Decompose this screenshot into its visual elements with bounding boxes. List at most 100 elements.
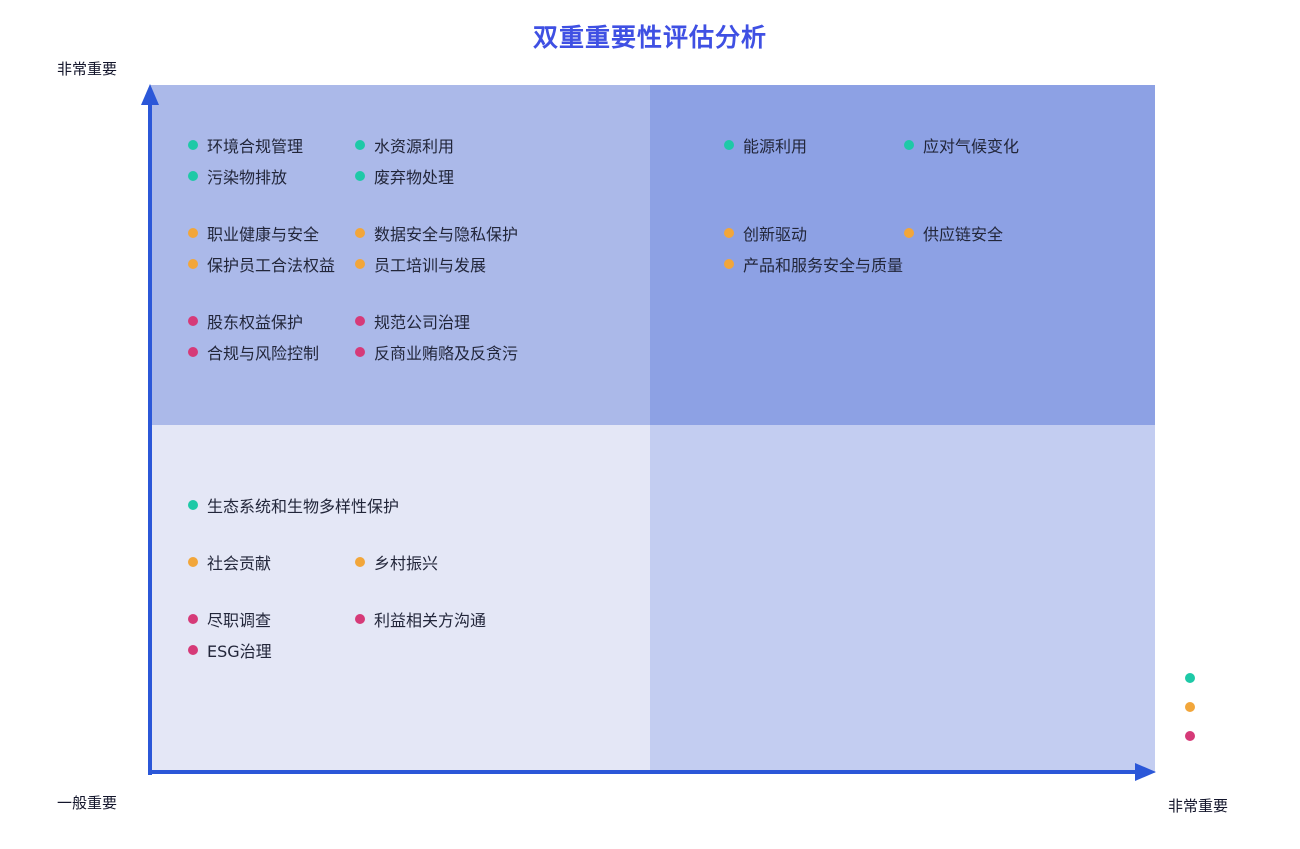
topic-label: 生态系统和生物多样性保护	[207, 496, 400, 516]
topic-label: 污染物排放	[207, 167, 288, 187]
topic-label: 数据安全与隐私保护	[374, 224, 519, 244]
social-dot-icon	[724, 258, 734, 269]
topic-item: 污染物排放	[188, 160, 355, 191]
topic-item: 股东权益保护	[188, 305, 355, 336]
social-dot-icon	[188, 258, 198, 269]
governance-topic-group: 股东权益保护 规范公司治理合规与风险控制 反商业贿赂及反贪污	[188, 305, 650, 367]
quadrant-plot-area: 环境合规管理 水资源利用污染物排放 废弃物处理职业健康与安全 数据安全与隐私保护保护员…	[150, 85, 1155, 773]
topic-label: 规范公司治理	[374, 312, 471, 332]
topic-label: 利益相关方沟通	[374, 610, 487, 630]
x-axis-high-label: 非常重要	[1168, 797, 1229, 815]
topic-item: 规范公司治理	[355, 305, 470, 336]
environment-dot-icon	[188, 139, 198, 150]
quadrant-bottom-right	[650, 425, 1155, 773]
social-dot-icon	[188, 556, 198, 567]
social-dot-icon	[355, 258, 365, 269]
social-dot-icon	[724, 227, 734, 238]
topic-item: 生态系统和生物多样性保护	[188, 489, 399, 520]
social-topic-group: 社会贡献 乡村振兴	[188, 546, 650, 577]
topic-item: 能源利用	[724, 129, 904, 160]
topic-item: 合规与风险控制	[188, 336, 355, 367]
topic-item: 废弃物处理	[355, 160, 454, 191]
topic-label: 尽职调查	[207, 610, 272, 630]
topic-item: 数据安全与隐私保护	[355, 217, 518, 248]
topic-label: 水资源利用	[374, 136, 455, 156]
topic-item: 尽职调查	[188, 603, 355, 634]
topic-label: 反商业贿赂及反贪污	[374, 343, 519, 363]
topic-item: 职业健康与安全	[188, 217, 355, 248]
social-dot-icon	[188, 227, 198, 238]
topic-label: 保护员工合法权益	[207, 255, 336, 275]
legend	[1185, 673, 1195, 741]
topic-label: 废弃物处理	[374, 167, 455, 187]
topic-row: 保护员工合法权益 员工培训与发展	[188, 248, 650, 279]
topic-item: 环境合规管理	[188, 129, 355, 160]
topic-item: 应对气候变化	[904, 129, 1019, 160]
topic-item: ESG治理	[188, 634, 272, 665]
topic-row: ESG治理	[188, 634, 650, 665]
topic-item: 利益相关方沟通	[355, 603, 486, 634]
topic-row: 合规与风险控制 反商业贿赂及反贪污	[188, 336, 650, 367]
environment-dot-icon	[355, 139, 365, 150]
topic-item: 创新驱动	[724, 217, 904, 248]
topic-row: 创新驱动 供应链安全	[724, 217, 1155, 248]
social-dot-icon	[355, 227, 365, 238]
topic-label: 应对气候变化	[923, 136, 1020, 156]
topic-row: 职业健康与安全 数据安全与隐私保护	[188, 217, 650, 248]
topic-item: 社会贡献	[188, 546, 355, 577]
environment-legend-dot-icon	[1185, 673, 1195, 683]
topic-label: 产品和服务安全与质量	[743, 255, 904, 275]
topic-label: 创新驱动	[743, 224, 808, 244]
governance-dot-icon	[188, 644, 198, 655]
governance-dot-icon	[188, 315, 198, 326]
governance-dot-icon	[355, 315, 365, 326]
topic-row: 能源利用 应对气候变化	[724, 129, 1155, 160]
social-topic-group: 创新驱动 供应链安全产品和服务安全与质量	[724, 217, 1155, 279]
topic-row: 产品和服务安全与质量	[724, 248, 1155, 279]
topic-row: 股东权益保护 规范公司治理	[188, 305, 650, 336]
quadrant-top-right: 能源利用 应对气候变化创新驱动 供应链安全产品和服务安全与质量	[650, 85, 1155, 425]
topic-item: 水资源利用	[355, 129, 454, 160]
environment-dot-icon	[724, 139, 734, 150]
y-axis-low-label: 一般重要	[57, 794, 118, 812]
governance-legend-dot-icon	[1185, 731, 1195, 741]
governance-topic-group: 尽职调查 利益相关方沟通 ESG治理	[188, 603, 650, 665]
topic-label: 员工培训与发展	[374, 255, 487, 275]
topic-label: ESG治理	[207, 641, 272, 661]
topic-label: 股东权益保护	[207, 312, 304, 332]
topic-label: 供应链安全	[923, 224, 1004, 244]
social-dot-icon	[904, 227, 914, 238]
topic-item: 反商业贿赂及反贪污	[355, 336, 518, 367]
topic-label: 能源利用	[743, 136, 808, 156]
governance-dot-icon	[355, 346, 365, 357]
governance-dot-icon	[188, 346, 198, 357]
topic-label: 乡村振兴	[374, 553, 439, 573]
quadrant-bottom-left: 生态系统和生物多样性保护社会贡献 乡村振兴尽职调查 利益相关方沟通 ESG治理	[150, 425, 650, 773]
social-legend-dot-icon	[1185, 702, 1195, 712]
environment-dot-icon	[355, 170, 365, 181]
governance-dot-icon	[188, 613, 198, 624]
environment-topic-group: 能源利用 应对气候变化	[724, 129, 1155, 160]
social-topic-group: 职业健康与安全 数据安全与隐私保护保护员工合法权益 员工培训与发展	[188, 217, 650, 279]
chart-title: 双重重要性评估分析	[532, 23, 767, 52]
topic-label: 环境合规管理	[207, 136, 304, 156]
quadrant-top-left: 环境合规管理 水资源利用污染物排放 废弃物处理职业健康与安全 数据安全与隐私保护保护员…	[150, 85, 650, 425]
y-axis-high-label: 非常重要	[57, 60, 118, 78]
topic-item: 保护员工合法权益	[188, 248, 355, 279]
environment-dot-icon	[904, 139, 914, 150]
topic-item: 乡村振兴	[355, 546, 438, 577]
governance-dot-icon	[355, 613, 365, 624]
topic-label: 合规与风险控制	[207, 343, 320, 363]
topic-item: 供应链安全	[904, 217, 1003, 248]
social-dot-icon	[355, 556, 365, 567]
environment-topic-group: 环境合规管理 水资源利用污染物排放 废弃物处理	[188, 129, 650, 191]
topic-item: 员工培训与发展	[355, 248, 486, 279]
topic-label: 职业健康与安全	[207, 224, 320, 244]
topic-row: 生态系统和生物多样性保护	[188, 489, 650, 520]
topic-item: 产品和服务安全与质量	[724, 248, 903, 279]
topic-label: 社会贡献	[207, 553, 272, 573]
topic-row: 污染物排放 废弃物处理	[188, 160, 650, 191]
environment-topic-group: 生态系统和生物多样性保护	[188, 489, 650, 520]
topic-row: 社会贡献 乡村振兴	[188, 546, 650, 577]
